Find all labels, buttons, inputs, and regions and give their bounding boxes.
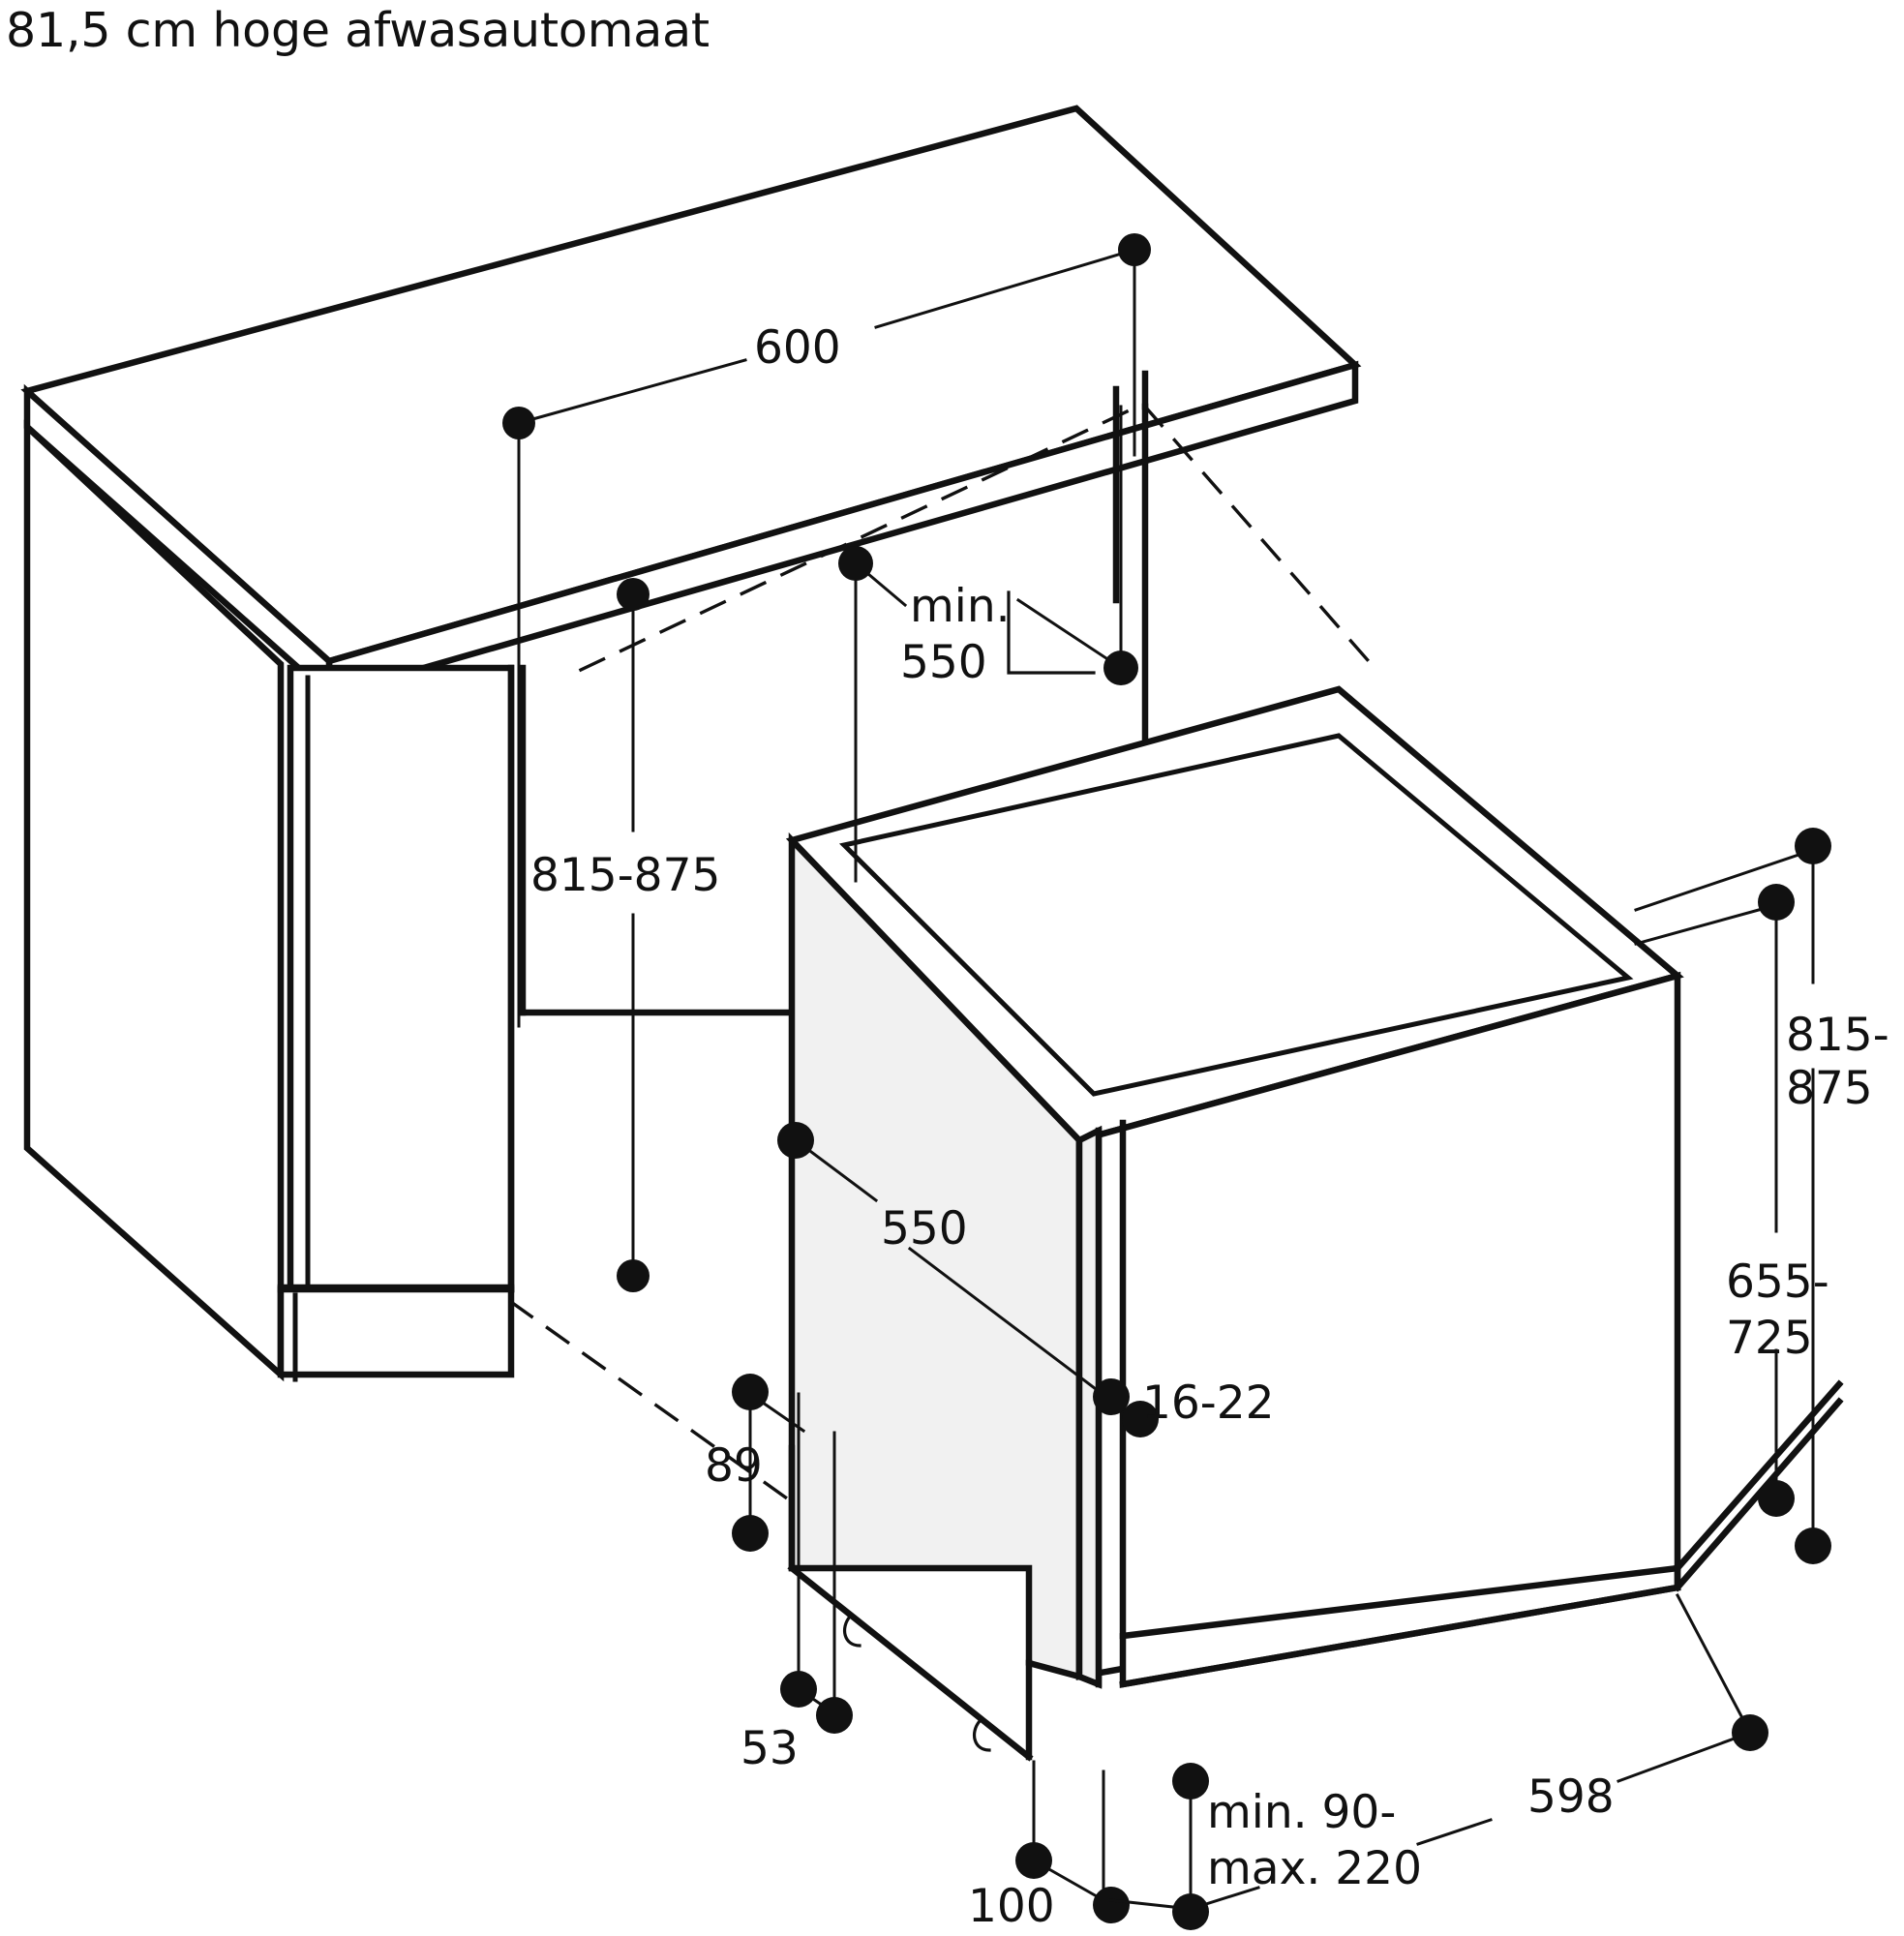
dim-89-dot-bottom <box>732 1515 769 1552</box>
construction-dashed-lines <box>508 404 1377 1513</box>
dim-min550-dot-right <box>1103 650 1138 685</box>
dim-600-leader-left <box>517 358 747 425</box>
dim-label-815-875: 815-875 <box>530 849 720 902</box>
dim-598-dot <box>1732 1714 1768 1751</box>
dishwasher-group <box>785 685 1844 1762</box>
appliance-foot-left <box>842 1614 861 1648</box>
dim-label-min-word: min. <box>910 580 1011 633</box>
dim-1622-leader <box>907 1246 1114 1404</box>
dim-label-right-655: 655- <box>1726 1255 1829 1309</box>
dim-1622-dot-a <box>1093 1378 1130 1415</box>
decor-panel-bottom-diagonal <box>787 1563 1034 1762</box>
dishwasher-top-inner-recess <box>838 733 1634 1097</box>
dim-right655-leader <box>1634 903 1778 946</box>
dim-label-53: 53 <box>740 1722 799 1775</box>
dishwasher-gap-strip <box>1075 1125 1103 1689</box>
dim-600-leader-right <box>874 248 1136 329</box>
cabinet-front-panel <box>287 664 515 1293</box>
niche-depth-notch <box>1007 590 1096 675</box>
dashed-niche-diagonal-bottom <box>508 1299 806 1513</box>
dim-label-min-550: 550 <box>900 636 987 689</box>
page-title: 81,5 cm hoge afwasautomaat <box>6 3 710 58</box>
dim-label-100: 100 <box>968 1880 1055 1933</box>
dim-service-dot-bottom <box>1172 1893 1209 1930</box>
dim-right815-dot-bottom <box>1795 1528 1831 1564</box>
dim-label-right-875: 875 <box>1786 1062 1873 1115</box>
dim-right815-leader <box>1634 848 1815 912</box>
dim-600-dot-right <box>1118 233 1151 266</box>
dim-label-16-22: 16-22 <box>1142 1376 1275 1430</box>
appliance-foot-mid <box>972 1718 991 1752</box>
cabinet-plinth <box>277 1284 515 1378</box>
dim-label-600: 600 <box>754 321 841 375</box>
dim-depth550-dot <box>777 1122 814 1159</box>
dim-label-89: 89 <box>705 1439 763 1493</box>
dishwasher-base-front-line <box>1119 1584 1681 1688</box>
dim-100-dot-a <box>1015 1842 1052 1879</box>
dim-min550-dot-left <box>838 546 873 581</box>
dashed-niche-diagonal-top <box>578 404 1140 673</box>
dimension-lines <box>502 233 1831 1930</box>
dim-598-leader <box>1617 1731 1752 1783</box>
dim-right815-dot-top <box>1795 828 1831 864</box>
dim-min550-leader-right <box>1015 597 1124 671</box>
dim-right655-dot-top <box>1758 884 1795 921</box>
dim-1622-dot-b <box>1122 1401 1159 1437</box>
dim-600-dot-left <box>502 407 535 439</box>
dim-89-dot-top <box>732 1374 769 1410</box>
dim-815875-dot-bottom <box>617 1259 650 1292</box>
dim-598-leader-left <box>1416 1818 1493 1846</box>
niche-right-post <box>1007 370 1149 675</box>
dimension-labels: 600 min. 550 815-875 550 16-22 815- 875 … <box>530 321 1889 1933</box>
dim-right655-dot-bottom <box>1758 1480 1795 1517</box>
dim-53-dot-a <box>780 1671 817 1708</box>
dim-label-right-725: 725 <box>1726 1312 1813 1365</box>
dim-815875-dot-top <box>617 578 650 611</box>
dim-label-max-220: max. 220 <box>1207 1842 1422 1895</box>
dim-label-598: 598 <box>1527 1770 1615 1824</box>
dim-53-dot-b <box>816 1697 853 1734</box>
dim-100-dot-b <box>1093 1887 1130 1923</box>
dim-label-right-815: 815- <box>1786 1009 1889 1062</box>
dashed-projection-right <box>1142 404 1377 671</box>
dim-label-depth-550: 550 <box>881 1202 968 1255</box>
dim-service-dot-top <box>1172 1763 1209 1800</box>
dim-label-min-90: min. 90- <box>1207 1786 1396 1839</box>
dim-598-extension <box>1675 1592 1753 1736</box>
